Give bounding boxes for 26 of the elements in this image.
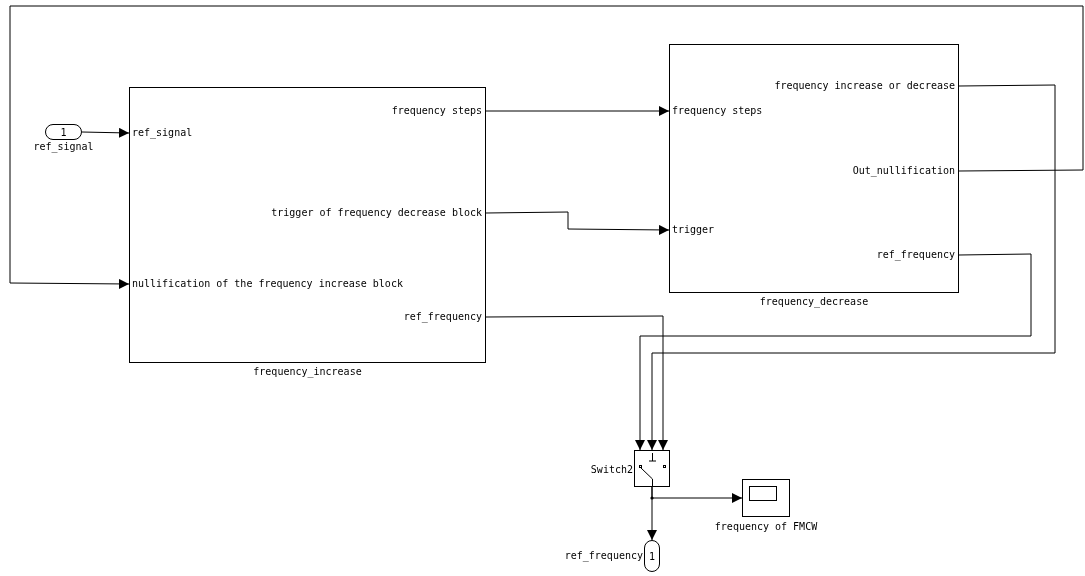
signal-arrow — [485, 106, 670, 116]
port-label: Out_nullification — [852, 165, 955, 177]
block-name: ref_frequency — [564, 550, 643, 561]
signal-arrow — [635, 253, 1032, 451]
signal-arrow — [485, 315, 668, 451]
signal-arrow — [485, 211, 670, 235]
block-name: ref_signal — [33, 141, 94, 152]
signal-arrow — [9, 5, 1084, 289]
port-label: frequency increase or decrease — [774, 80, 955, 92]
block-name: frequency of FMCW — [714, 521, 818, 532]
signal-arrow — [81, 127, 130, 138]
block-name: frequency_decrease — [758, 296, 870, 307]
port-label: trigger of frequency decrease block — [271, 207, 482, 219]
block-name: frequency_increase — [252, 366, 363, 377]
port-label: trigger — [672, 224, 715, 236]
port-label: frequency steps — [672, 105, 763, 117]
port-number: 1 — [649, 550, 655, 562]
port-label: ref_frequency — [876, 249, 955, 261]
signal-arrow — [647, 486, 657, 541]
port-label: ref_signal — [132, 127, 193, 139]
block-name: Switch2 — [590, 464, 633, 475]
port-label: ref_frequency — [403, 311, 482, 323]
port-label: nullification of the frequency increase block — [132, 278, 403, 290]
signal-arrow — [647, 84, 1056, 451]
port-number: 1 — [60, 126, 67, 138]
port-label: frequency steps — [391, 105, 482, 117]
